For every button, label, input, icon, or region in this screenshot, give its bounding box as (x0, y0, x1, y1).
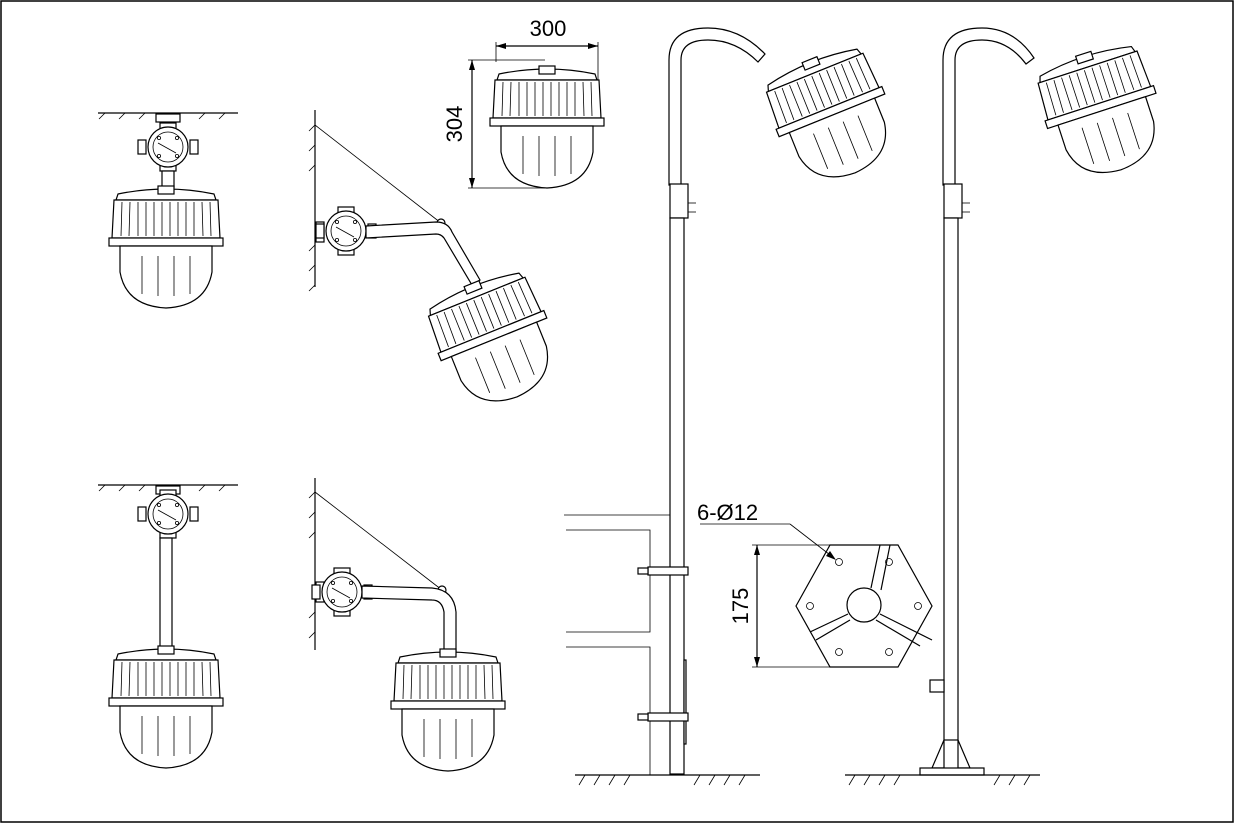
base-plate-detail: 6-Ø12 175 (697, 500, 933, 668)
height-dimension-label: 304 (442, 106, 467, 143)
wall-mount-angled-view (308, 110, 571, 419)
width-dimension-label: 300 (530, 16, 567, 41)
ceiling-mount-long-view (98, 484, 238, 769)
wall-mount-pendant-view (308, 478, 506, 772)
freestanding-pole-view (845, 27, 1176, 786)
bolt-hole-label: 6-Ø12 (697, 500, 758, 525)
ceiling-mount-short-view (98, 112, 238, 309)
base-dimension-label: 175 (728, 588, 753, 625)
dimensioned-lamp-view: 300 304 (442, 16, 605, 189)
pole-clamp-mount-view (564, 27, 909, 786)
